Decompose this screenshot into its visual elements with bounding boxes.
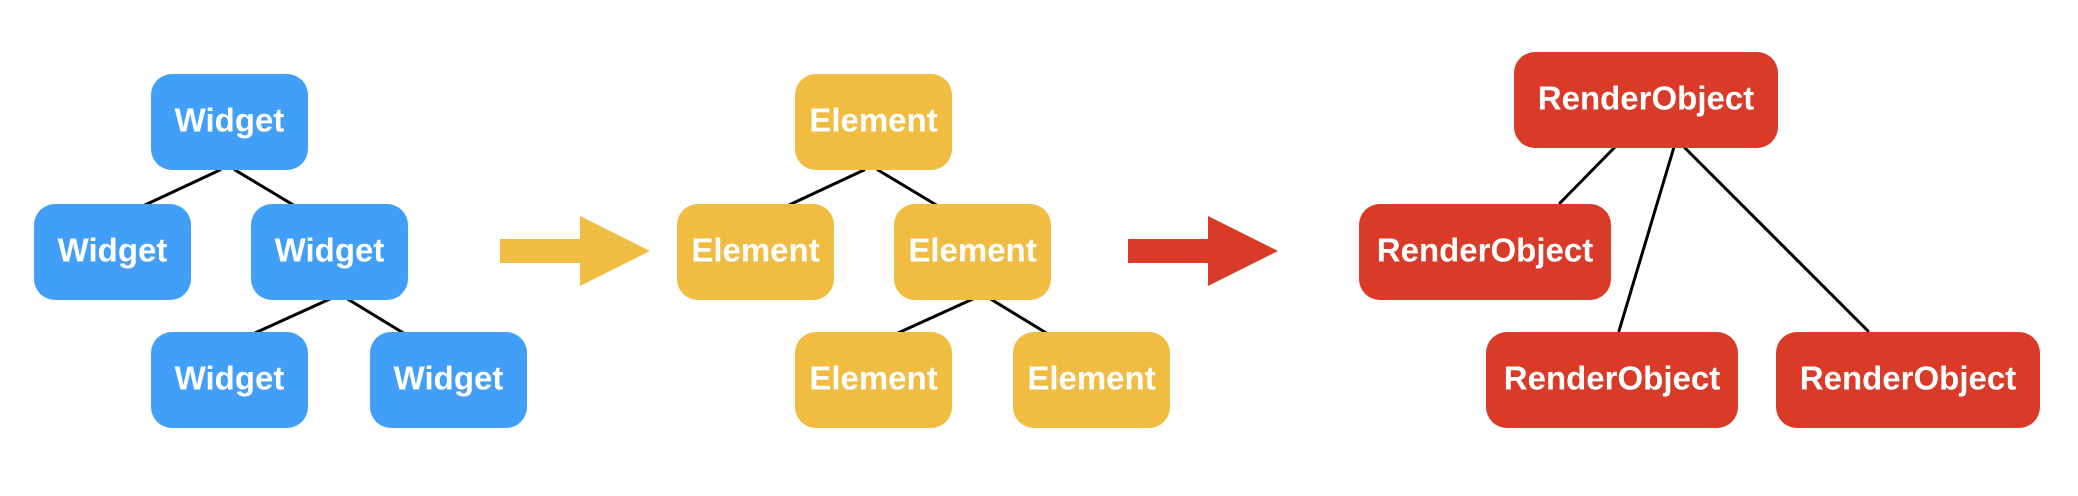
edge-w2-w4 [344, 296, 407, 336]
widget-node-box [370, 332, 527, 428]
element-node-label: Element [809, 102, 937, 139]
render-node-box [1486, 332, 1738, 428]
widget-node-label: Widget [275, 232, 385, 269]
edge-r0-r2 [1617, 145, 1676, 333]
widget-node-label: Widget [175, 360, 285, 397]
render-node-box [1776, 332, 2040, 428]
edge-e2-e3 [896, 296, 977, 335]
edge-e0-e2 [876, 168, 940, 208]
render-node-box [1514, 52, 1778, 148]
render-node-label: RenderObject [1504, 360, 1720, 397]
element-node-left: Element [677, 204, 834, 300]
element-node-label: Element [908, 232, 1036, 269]
widget-node-grandchild-right: Widget [370, 332, 527, 428]
render-node-label: RenderObject [1377, 232, 1593, 269]
edge-e0-e1 [787, 168, 866, 207]
edge-e2-e4 [987, 296, 1050, 336]
widget-node-box [151, 74, 308, 170]
render-node-label: RenderObject [1800, 360, 2016, 397]
render-node-bottom-right: RenderObject [1776, 332, 2040, 428]
element-tree: Element Element Element Element Element [677, 74, 1170, 428]
widget-node-label: Widget [175, 102, 285, 139]
widget-node-box [34, 204, 191, 300]
edge-w0-w2 [233, 168, 297, 208]
widget-node-root: Widget [151, 74, 308, 170]
edge-r0-r1 [1558, 145, 1617, 205]
render-node-bottom-middle: RenderObject [1486, 332, 1738, 428]
element-node-label: Element [1027, 360, 1155, 397]
element-node-grandchild-right: Element [1013, 332, 1170, 428]
widget-node-grandchild-left: Widget [151, 332, 308, 428]
widget-node-label: Widget [394, 360, 504, 397]
element-node-box [677, 204, 834, 300]
arrow-widget-to-element [500, 216, 650, 286]
render-node-root: RenderObject [1514, 52, 1778, 148]
widget-node-box [251, 204, 408, 300]
render-node-label: RenderObject [1538, 80, 1754, 117]
element-node-box [795, 332, 952, 428]
widget-node-box [151, 332, 308, 428]
render-tree: RenderObject RenderObject RenderObject R… [1359, 52, 2040, 428]
element-node-label: Element [809, 360, 937, 397]
widget-node-label: Widget [58, 232, 168, 269]
right-arrow-icon [500, 216, 650, 286]
render-node-box [1359, 204, 1611, 300]
edge-w0-w1 [143, 168, 222, 207]
arrow-element-to-render [1128, 216, 1278, 286]
element-node-grandchild-left: Element [795, 332, 952, 428]
element-node-box [1013, 332, 1170, 428]
widget-tree: Widget Widget Widget Widget Widget [34, 74, 527, 428]
widget-node-left: Widget [34, 204, 191, 300]
render-node-left: RenderObject [1359, 204, 1611, 300]
element-node-right: Element [894, 204, 1051, 300]
element-node-box [795, 74, 952, 170]
element-node-root: Element [795, 74, 952, 170]
edge-w2-w3 [253, 296, 334, 335]
right-arrow-icon [1128, 216, 1278, 286]
element-node-box [894, 204, 1051, 300]
widget-node-right: Widget [251, 204, 408, 300]
edge-r0-r3 [1682, 145, 1870, 333]
element-node-label: Element [691, 232, 819, 269]
